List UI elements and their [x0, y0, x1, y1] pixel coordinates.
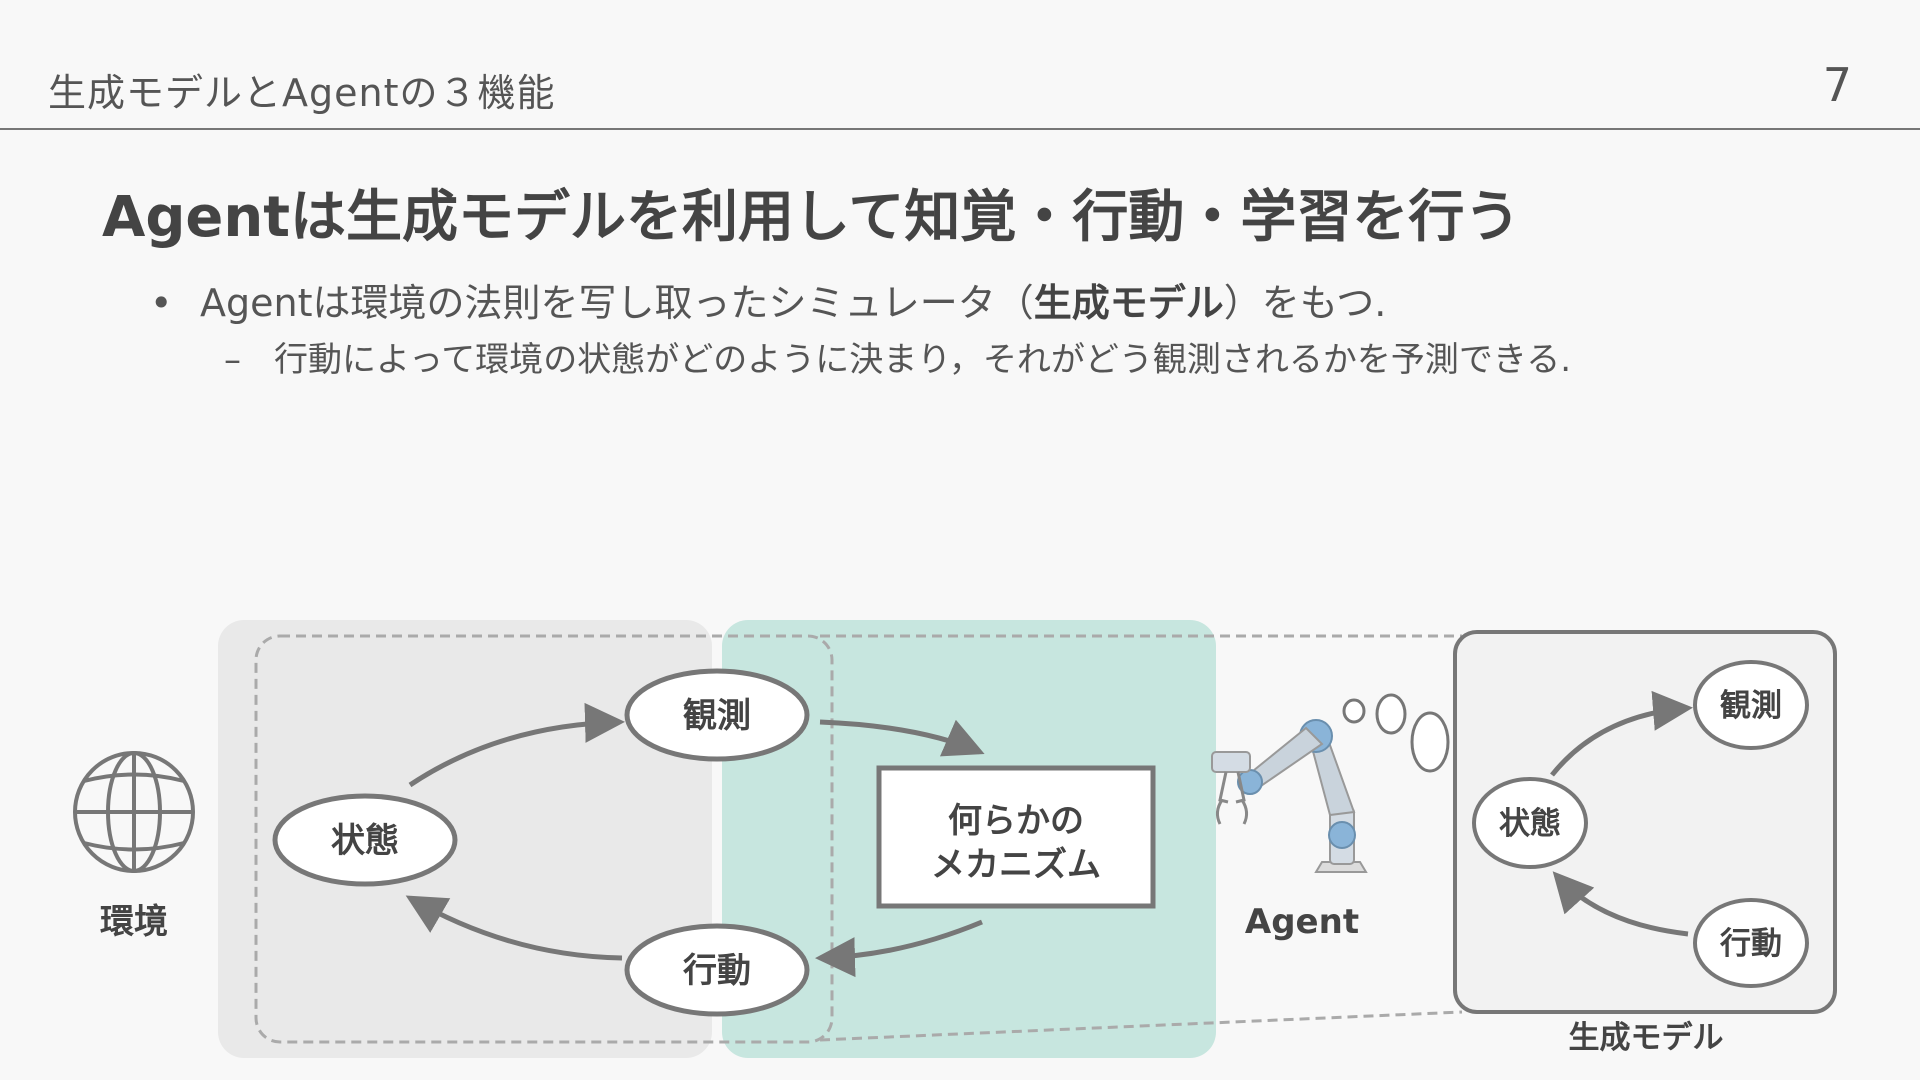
- env-state-node: 状態: [272, 793, 458, 887]
- projection-line-bottom: [819, 1010, 1463, 1042]
- page-number: 7: [1822, 58, 1852, 112]
- model-observation-label: 観測: [1720, 688, 1782, 724]
- bullet-item: • Agentは環境の法則を写し取ったシミュレータ（生成モデル）をもつ.: [150, 272, 1386, 327]
- robot-arm-icon: [1211, 719, 1368, 873]
- thought-bubble-icon: [1342, 693, 1450, 773]
- sub-bullet-text: 行動によって環境の状態がどのように決まり，それがどう観測されるかを予測できる.: [274, 340, 1572, 380]
- model-action-node: 行動: [1693, 898, 1809, 988]
- header-title: 生成モデルとAgentの３機能: [48, 71, 556, 115]
- generative-model-label: 生成モデル: [1569, 1020, 1724, 1056]
- mechanism-label-line1: 何らかの: [948, 801, 1084, 841]
- bullet-text-bold: 生成モデル: [1033, 281, 1224, 325]
- env-action-node: 行動: [624, 923, 810, 1017]
- model-arrow-action-to-state: [1552, 871, 1689, 937]
- mechanism-label-line2: メカニズム: [931, 845, 1101, 885]
- env-observation-label: 観測: [683, 696, 751, 736]
- agent-label: Agent: [1245, 902, 1359, 942]
- globe-icon: [73, 751, 195, 873]
- arrow-state-to-observation: [408, 702, 625, 788]
- sub-bullet-item: –行動によって環境の状態がどのように決まり，それがどう観測されるかを予測できる.: [224, 332, 1571, 381]
- bullet-text-end: ）をもつ.: [1223, 281, 1387, 325]
- env-action-label: 行動: [683, 951, 751, 991]
- model-observation-node: 観測: [1693, 660, 1809, 750]
- header-divider: [0, 128, 1920, 130]
- sub-bullet-marker: –: [224, 340, 241, 380]
- environment-label: 環境: [100, 902, 168, 942]
- env-observation-node: 観測: [624, 668, 810, 762]
- env-state-label: 状態: [331, 821, 399, 861]
- mechanism-box: 何らかの メカニズム: [876, 765, 1156, 909]
- model-arrow-state-to-observation: [1550, 690, 1693, 777]
- model-state-node: 状態: [1472, 777, 1588, 869]
- environment-dashed-frame: [254, 634, 834, 1044]
- bullet-marker: •: [150, 281, 173, 325]
- arrow-action-to-state: [405, 895, 623, 961]
- model-action-label: 行動: [1719, 926, 1782, 962]
- arrow-mechanism-to-action: [815, 919, 983, 978]
- model-state-label: 状態: [1499, 806, 1561, 842]
- slide-headline: Agentは生成モデルを利用して知覚・行動・学習を行う: [102, 185, 1521, 250]
- bullet-text-start: Agentは環境の法則を写し取ったシミュレータ（: [200, 281, 1034, 325]
- arrow-observation-to-mechanism: [819, 719, 985, 757]
